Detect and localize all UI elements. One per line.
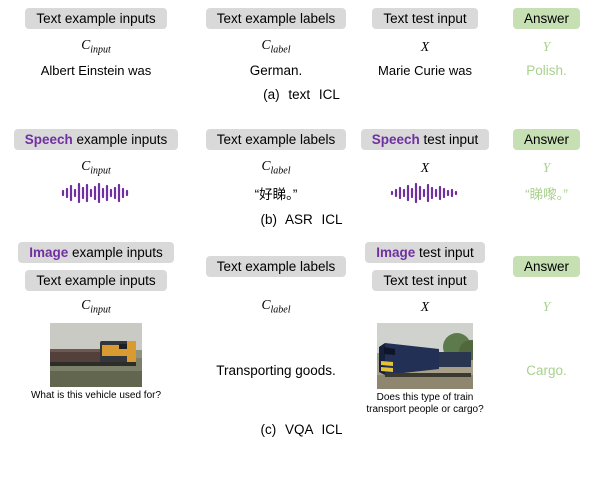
panel-c-col1-headers: Image example inputs Text example inputs bbox=[0, 242, 192, 292]
symbol-c-label: Clabel bbox=[261, 298, 290, 316]
asr-example-label-text: “好睇。” bbox=[254, 187, 298, 203]
example-train-image bbox=[50, 323, 142, 388]
symbol-label-sub: label bbox=[270, 44, 291, 56]
symbol-c-input: Cinput bbox=[81, 38, 111, 56]
example-label-text: German. bbox=[249, 62, 303, 78]
panel-b-symbol-row: Cinput Clabel X Y bbox=[0, 157, 603, 177]
header-speech-example-inputs: Speech example inputs bbox=[13, 128, 179, 150]
header-speech-test-input: Speech test input bbox=[360, 128, 490, 150]
panel-a-header-row: Text example inputs Text example labels … bbox=[0, 8, 603, 29]
symbol-label-sub: label bbox=[270, 305, 291, 317]
caption-vqa-icl: (c) VQA ICL bbox=[260, 422, 343, 438]
header-rest: Answer bbox=[523, 131, 569, 147]
example-input-text: Albert Einstein was bbox=[40, 62, 152, 78]
symbol-y: Y bbox=[542, 299, 551, 315]
header-rest: Text example inputs bbox=[36, 273, 156, 289]
caption-text-icl: (a) text ICL bbox=[263, 86, 340, 102]
panel-a-col4: Answer bbox=[490, 8, 603, 29]
panel-asr-icl: Speech example inputs Text example label… bbox=[0, 128, 603, 228]
symbol-input-sub: input bbox=[90, 44, 111, 56]
panel-b-header-row: Speech example inputs Text example label… bbox=[0, 128, 603, 150]
header-image-test-input: Image test input bbox=[365, 242, 485, 264]
header-rest: test input bbox=[415, 245, 474, 261]
header-text-example-labels: Text example labels bbox=[205, 8, 347, 29]
panel-b-content-row: “好睇。” “睇嚟。” bbox=[0, 182, 603, 204]
symbol-x: X bbox=[420, 159, 430, 175]
symbol-c-label: Clabel bbox=[261, 157, 291, 177]
panel-a-symbol-row: Cinput Clabel X Y bbox=[0, 38, 603, 56]
symbol-c-base: C bbox=[81, 297, 91, 313]
header-text-example-inputs: Text example inputs bbox=[25, 8, 167, 29]
symbol-label-sub: label bbox=[270, 165, 291, 177]
symbol-c-base: C bbox=[81, 37, 91, 52]
test-question-text: Does this type of train transport people… bbox=[366, 392, 484, 416]
panel-c-col3-headers: Image test input Text test input bbox=[360, 242, 490, 292]
header-text-example-inputs: Text example inputs bbox=[25, 270, 167, 292]
test-input-text: Marie Curie was bbox=[378, 62, 472, 78]
panel-a-col3: Text test input bbox=[360, 8, 490, 29]
answer-text: Polish. bbox=[526, 62, 567, 78]
header-rest: test input bbox=[419, 131, 479, 147]
panel-c-header-row: Image example inputs Text example inputs… bbox=[0, 242, 603, 292]
symbol-c-base: C bbox=[261, 297, 271, 313]
header-text-example-labels: Text example labels bbox=[205, 128, 347, 150]
caption-asr-icl: (b) ASR ICL bbox=[260, 212, 343, 228]
header-image-example-inputs: Image example inputs bbox=[18, 242, 174, 264]
header-rest: Text example labels bbox=[216, 131, 336, 147]
example-image-block: What is this vehicle used for? bbox=[31, 323, 161, 402]
symbol-c-base: C bbox=[261, 37, 271, 52]
panel-a-content-row: Albert Einstein was German. Marie Curie … bbox=[0, 63, 603, 78]
asr-answer-text: “睇嚟。” bbox=[525, 187, 568, 203]
symbol-input-sub: input bbox=[90, 165, 111, 177]
header-rest: Text test input bbox=[383, 273, 467, 289]
header-text-test-input: Text test input bbox=[372, 8, 478, 29]
header-answer: Answer bbox=[512, 256, 580, 278]
test-speech-waveform-icon bbox=[390, 183, 458, 204]
highlight-speech: Speech bbox=[24, 131, 73, 147]
header-rest: example inputs bbox=[72, 131, 168, 147]
symbol-c-base: C bbox=[261, 157, 271, 173]
header-text-test-input: Text test input bbox=[372, 270, 478, 292]
symbol-x: X bbox=[420, 39, 430, 55]
vqa-answer-text: Cargo. bbox=[526, 363, 567, 379]
highlight-speech: Speech bbox=[371, 131, 420, 147]
test-train-image bbox=[377, 323, 473, 390]
test-image-block: Does this type of train transport people… bbox=[360, 323, 490, 416]
symbol-c-label: Clabel bbox=[261, 38, 290, 56]
symbol-x: X bbox=[420, 299, 430, 315]
example-speech-waveform-icon bbox=[61, 183, 129, 204]
header-answer: Answer bbox=[512, 128, 580, 150]
symbol-y: Y bbox=[542, 39, 551, 55]
header-rest: example inputs bbox=[68, 245, 163, 261]
example-question-text: What is this vehicle used for? bbox=[30, 390, 162, 402]
panel-c-content-row: What is this vehicle used for? Transport… bbox=[0, 323, 603, 416]
panel-vqa-icl: Image example inputs Text example inputs… bbox=[0, 242, 603, 437]
symbol-input-sub: input bbox=[90, 305, 111, 317]
vqa-example-label-text: Transporting goods. bbox=[216, 363, 336, 379]
symbol-c-input: Cinput bbox=[81, 157, 111, 177]
header-text-example-labels: Text example labels bbox=[205, 256, 347, 278]
symbol-c-input: Cinput bbox=[81, 298, 111, 316]
panel-a-col1: Text example inputs bbox=[0, 8, 192, 29]
highlight-image: Image bbox=[29, 245, 69, 261]
header-answer: Answer bbox=[512, 8, 580, 29]
highlight-image: Image bbox=[376, 245, 416, 261]
panel-c-symbol-row: Cinput Clabel X Y bbox=[0, 298, 603, 316]
panel-a-col2: Text example labels bbox=[192, 8, 360, 29]
panel-text-icl: Text example inputs Text example labels … bbox=[0, 8, 603, 102]
symbol-y: Y bbox=[542, 159, 551, 175]
symbol-c-base: C bbox=[81, 157, 91, 173]
